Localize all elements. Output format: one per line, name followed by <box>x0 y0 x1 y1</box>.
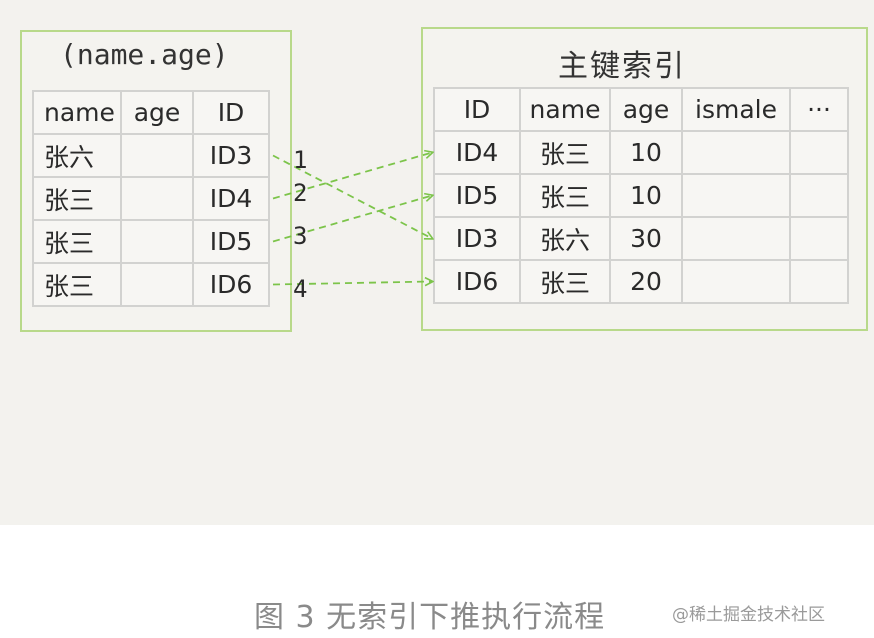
header-cell: name <box>32 90 122 135</box>
more-cell <box>789 173 849 218</box>
lookup-arrow <box>272 153 432 200</box>
name-cell: 张三 <box>519 173 611 218</box>
watermark: @稀土掘金技术社区 <box>672 605 825 625</box>
lookup-step-number: 1 <box>293 145 308 174</box>
name-cell: 张三 <box>32 219 122 264</box>
id-cell: ID5 <box>192 219 270 264</box>
primary-index-panel: 主键索引 ID name age ismale ··· ID4 张三 10 ID <box>421 27 868 331</box>
age-cell <box>120 262 194 307</box>
primary-index-title: 主键索引 <box>558 49 686 84</box>
age-cell <box>120 176 194 221</box>
more-cell <box>789 216 849 261</box>
table-header-row: ID name age ismale ··· <box>433 87 849 132</box>
more-cell <box>789 130 849 175</box>
header-cell: ismale <box>681 87 791 132</box>
table-row: ID3 张六 30 <box>433 216 849 261</box>
id-cell: ID3 <box>433 216 521 261</box>
age-cell <box>120 133 194 178</box>
table-row: 张三 ID5 <box>32 219 270 264</box>
primary-index-table: ID name age ismale ··· ID4 张三 10 ID5 张三 … <box>433 87 849 304</box>
more-cell <box>789 259 849 304</box>
lookup-step-number: 2 <box>293 178 308 207</box>
secondary-index-title: (name.age) <box>60 38 229 71</box>
age-cell: 10 <box>609 173 683 218</box>
table-row: 张六 ID3 <box>32 133 270 178</box>
ismale-cell <box>681 173 791 218</box>
lookup-arrow <box>272 154 432 239</box>
id-cell: ID6 <box>192 262 270 307</box>
id-cell: ID3 <box>192 133 270 178</box>
header-cell: ID <box>433 87 521 132</box>
ismale-cell <box>681 216 791 261</box>
name-cell: 张三 <box>32 262 122 307</box>
name-cell: 张三 <box>519 130 611 175</box>
lookup-arrows <box>272 0 874 525</box>
name-cell: 张三 <box>519 259 611 304</box>
table-row: ID5 张三 10 <box>433 173 849 218</box>
name-cell: 张六 <box>32 133 122 178</box>
age-cell: 20 <box>609 259 683 304</box>
id-cell: ID5 <box>433 173 521 218</box>
name-cell: 张三 <box>32 176 122 221</box>
age-cell: 10 <box>609 130 683 175</box>
header-cell: age <box>120 90 194 135</box>
id-cell: ID4 <box>192 176 270 221</box>
age-cell <box>120 219 194 264</box>
header-cell: ID <box>192 90 270 135</box>
lookup-step-number: 4 <box>293 274 308 303</box>
figure-caption: 图 3 无索引下推执行流程 <box>254 600 606 635</box>
header-cell: ··· <box>789 87 849 132</box>
header-cell: age <box>609 87 683 132</box>
header-cell: name <box>519 87 611 132</box>
lookup-arrow <box>272 282 432 285</box>
table-row: 张三 ID4 <box>32 176 270 221</box>
ismale-cell <box>681 259 791 304</box>
ismale-cell <box>681 130 791 175</box>
table-row: ID4 张三 10 <box>433 130 849 175</box>
table-row: 张三 ID6 <box>32 262 270 307</box>
age-cell: 30 <box>609 216 683 261</box>
table-header-row: name age ID <box>32 90 270 135</box>
secondary-index-table: name age ID 张六 ID3 张三 ID4 张三 ID5 张三 <box>32 90 270 307</box>
lookup-arrow <box>272 196 432 243</box>
id-cell: ID6 <box>433 259 521 304</box>
lookup-step-number: 3 <box>293 221 308 250</box>
name-cell: 张六 <box>519 216 611 261</box>
secondary-index-panel: (name.age) name age ID 张六 ID3 张三 ID4 <box>20 30 292 332</box>
id-cell: ID4 <box>433 130 521 175</box>
table-row: ID6 张三 20 <box>433 259 849 304</box>
